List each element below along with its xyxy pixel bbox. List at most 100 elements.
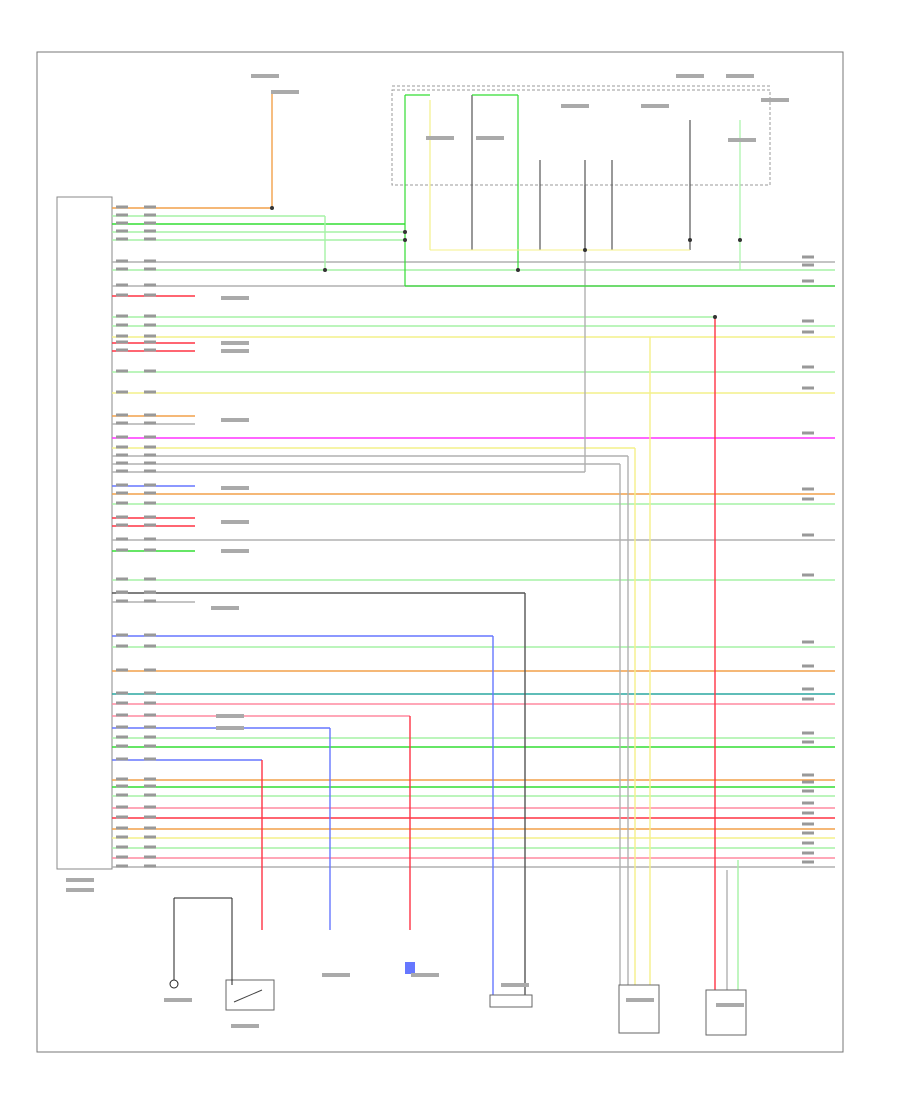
wire-color-label-5 — [144, 259, 156, 263]
wire-color-label-46 — [144, 805, 156, 809]
pin-label-33 — [116, 633, 128, 637]
right-wire-label-52 — [802, 860, 814, 864]
callout-label-2 — [676, 74, 704, 78]
right-wire-label-37 — [802, 697, 814, 701]
junction-dot — [323, 268, 327, 272]
pin-label-43 — [116, 777, 128, 781]
right-wire-label-34 — [802, 640, 814, 644]
pin-label-19 — [116, 445, 128, 449]
pin-label-42 — [116, 757, 128, 761]
wire-color-label-45 — [144, 793, 156, 797]
wire-color-label-34 — [144, 644, 156, 648]
junction-dot — [403, 230, 407, 234]
wire-color-label-13 — [144, 348, 156, 352]
pin-label-49 — [116, 835, 128, 839]
callout-label-7 — [426, 136, 454, 140]
pin-label-4 — [116, 237, 128, 241]
right-wire-label-36 — [802, 687, 814, 691]
wire-color-label-26 — [144, 515, 156, 519]
pin-label-36 — [116, 691, 128, 695]
wire-color-label-8 — [144, 293, 156, 297]
pin-label-41 — [116, 744, 128, 748]
pin-label-0 — [116, 205, 128, 209]
sensor-box-3 — [705, 989, 747, 1036]
callout-label-8 — [476, 136, 504, 140]
right-wire-label-49 — [802, 831, 814, 835]
fuse-relay-box — [391, 89, 771, 186]
wire-color-label-20 — [144, 453, 156, 457]
wire-color-label-23 — [144, 483, 156, 487]
wire-color-label-44 — [144, 784, 156, 788]
wire-color-label-39 — [144, 725, 156, 729]
pin-label-44 — [116, 784, 128, 788]
pin-label-8 — [116, 293, 128, 297]
pin-label-15 — [116, 390, 128, 394]
wire-color-label-52 — [144, 864, 156, 868]
pin-label-46 — [116, 805, 128, 809]
wire-color-label-43 — [144, 777, 156, 781]
wire-color-label-29 — [144, 548, 156, 552]
wire-color-label-38 — [144, 713, 156, 717]
sensor-box-2 — [618, 984, 660, 1034]
component-group — [169, 897, 747, 1036]
pin-label-5 — [116, 259, 128, 263]
callout-label-22 — [164, 998, 192, 1002]
pin-label-23 — [116, 483, 128, 487]
pin-label-32 — [116, 599, 128, 603]
pin-label-25 — [116, 501, 128, 505]
wire-color-label-35 — [144, 668, 156, 672]
junction-dot — [688, 238, 692, 242]
pin-label-21 — [116, 461, 128, 465]
callout-label-27 — [626, 998, 654, 1002]
pin-label-28 — [116, 537, 128, 541]
sensor-coil — [405, 962, 415, 974]
callout-label-9 — [728, 138, 756, 142]
wire-color-label-37 — [144, 701, 156, 705]
label-group — [66, 74, 814, 1028]
pin-label-31 — [116, 590, 128, 594]
pin-label-35 — [116, 668, 128, 672]
right-wire-label-11 — [802, 330, 814, 334]
junction-dot — [270, 206, 274, 210]
pin-label-11 — [116, 334, 128, 338]
wire-color-label-30 — [144, 577, 156, 581]
wire-color-label-0 — [144, 205, 156, 209]
callout-label-17 — [221, 549, 249, 553]
switch-blade — [233, 989, 263, 1003]
sensor-box-1 — [489, 994, 533, 1008]
wire-color-label-25 — [144, 501, 156, 505]
pin-label-9 — [116, 314, 128, 318]
wire-color-label-11 — [144, 334, 156, 338]
wire-color-label-27 — [144, 523, 156, 527]
wire-color-label-18 — [144, 435, 156, 439]
right-wire-label-48 — [802, 822, 814, 826]
callout-label-19 — [216, 726, 244, 730]
wire-color-label-47 — [144, 815, 156, 819]
pin-label-38 — [116, 713, 128, 717]
pin-label-52 — [116, 864, 128, 868]
right-wire-label-43 — [802, 773, 814, 777]
callout-label-13 — [221, 349, 249, 353]
callout-label-11 — [221, 296, 249, 300]
junction-dot — [403, 238, 407, 242]
wire-color-label-33 — [144, 633, 156, 637]
callout-label-16 — [221, 520, 249, 524]
callout-label-26 — [501, 983, 529, 987]
right-wire-label-51 — [802, 851, 814, 855]
wire-color-label-6 — [144, 267, 156, 271]
pin-label-30 — [116, 577, 128, 581]
right-wire-label-28 — [802, 533, 814, 537]
right-wire-label-6 — [802, 263, 814, 267]
callout-label-25 — [411, 973, 439, 977]
pin-label-26 — [116, 515, 128, 519]
pin-label-17 — [116, 421, 128, 425]
pin-label-39 — [116, 725, 128, 729]
wire-color-label-21 — [144, 461, 156, 465]
pin-label-51 — [116, 855, 128, 859]
wire-color-label-9 — [144, 314, 156, 318]
pin-label-27 — [116, 523, 128, 527]
right-wire-label-40 — [802, 731, 814, 735]
right-wire-label-25 — [802, 497, 814, 501]
callout-label-4 — [561, 104, 589, 108]
wire-color-label-3 — [144, 229, 156, 233]
